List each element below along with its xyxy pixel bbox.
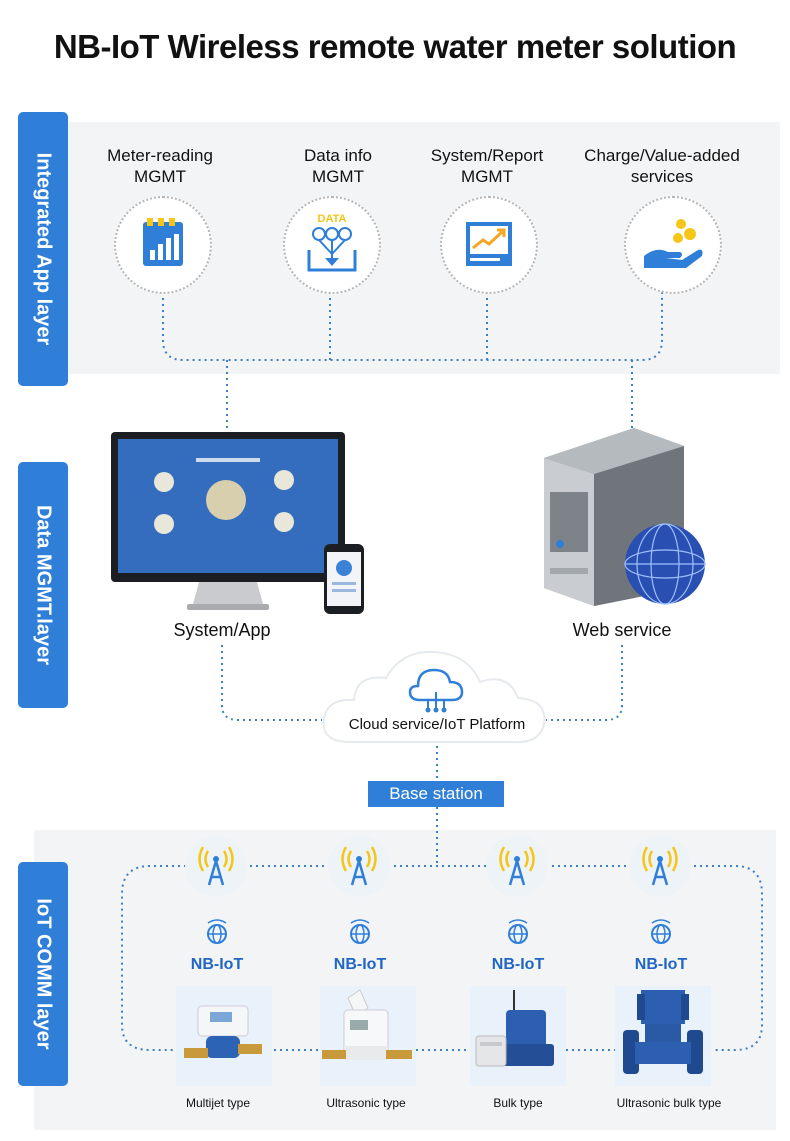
meter-caption: Ultrasonic type (326, 1096, 406, 1110)
data-info-icon: DATA (283, 196, 381, 294)
nbiot-label: NB-IoT (491, 956, 545, 973)
charge-coins-icon (624, 196, 722, 294)
nbiot-label: NB-IoT (634, 956, 688, 973)
web-service-label: Web service (572, 620, 672, 640)
antenna-icon (185, 835, 247, 897)
ultrasonic-meter-image (320, 986, 416, 1086)
nbiot-label: NB-IoT (333, 956, 387, 973)
base-station-label: Base station (368, 781, 504, 807)
bulk-meter-image (470, 986, 566, 1086)
nbiot-globe-icon (345, 918, 375, 948)
page-title: NB-IoT Wireless remote water meter solut… (53, 28, 737, 65)
multijet-meter-image (176, 986, 272, 1086)
meter-caption: Ultrasonic bulk type (616, 1096, 722, 1110)
meter-caption: Multijet type (185, 1096, 251, 1110)
computer-monitor-icon (111, 432, 345, 614)
layer-bar-comm: IoT COMM layer (18, 862, 68, 1086)
meter-caption: Bulk type (493, 1096, 543, 1110)
layer-bar-app: Integrated App layer (18, 112, 68, 386)
cloud-platform-label: Cloud service/IoT Platform (348, 716, 526, 733)
system-app-label: System/App (173, 620, 271, 640)
nbiot-globe-icon (202, 918, 232, 948)
cloud-platform-icon (320, 646, 548, 750)
nbiot-label: NB-IoT (190, 956, 244, 973)
svg-text:DATA: DATA (318, 213, 347, 225)
server-globe-icon (538, 428, 714, 610)
nbiot-globe-icon (646, 918, 676, 948)
antenna-icon (486, 835, 548, 897)
antenna-icon (629, 835, 691, 897)
report-chart-icon (440, 196, 538, 294)
antenna-icon (328, 835, 390, 897)
smartphone-icon (324, 544, 366, 616)
nbiot-globe-icon (503, 918, 533, 948)
layer-bar-data: Data MGMT.layer (18, 462, 68, 708)
meter-reading-icon (114, 196, 212, 294)
ultrasonic-bulk-meter-image (615, 986, 711, 1086)
